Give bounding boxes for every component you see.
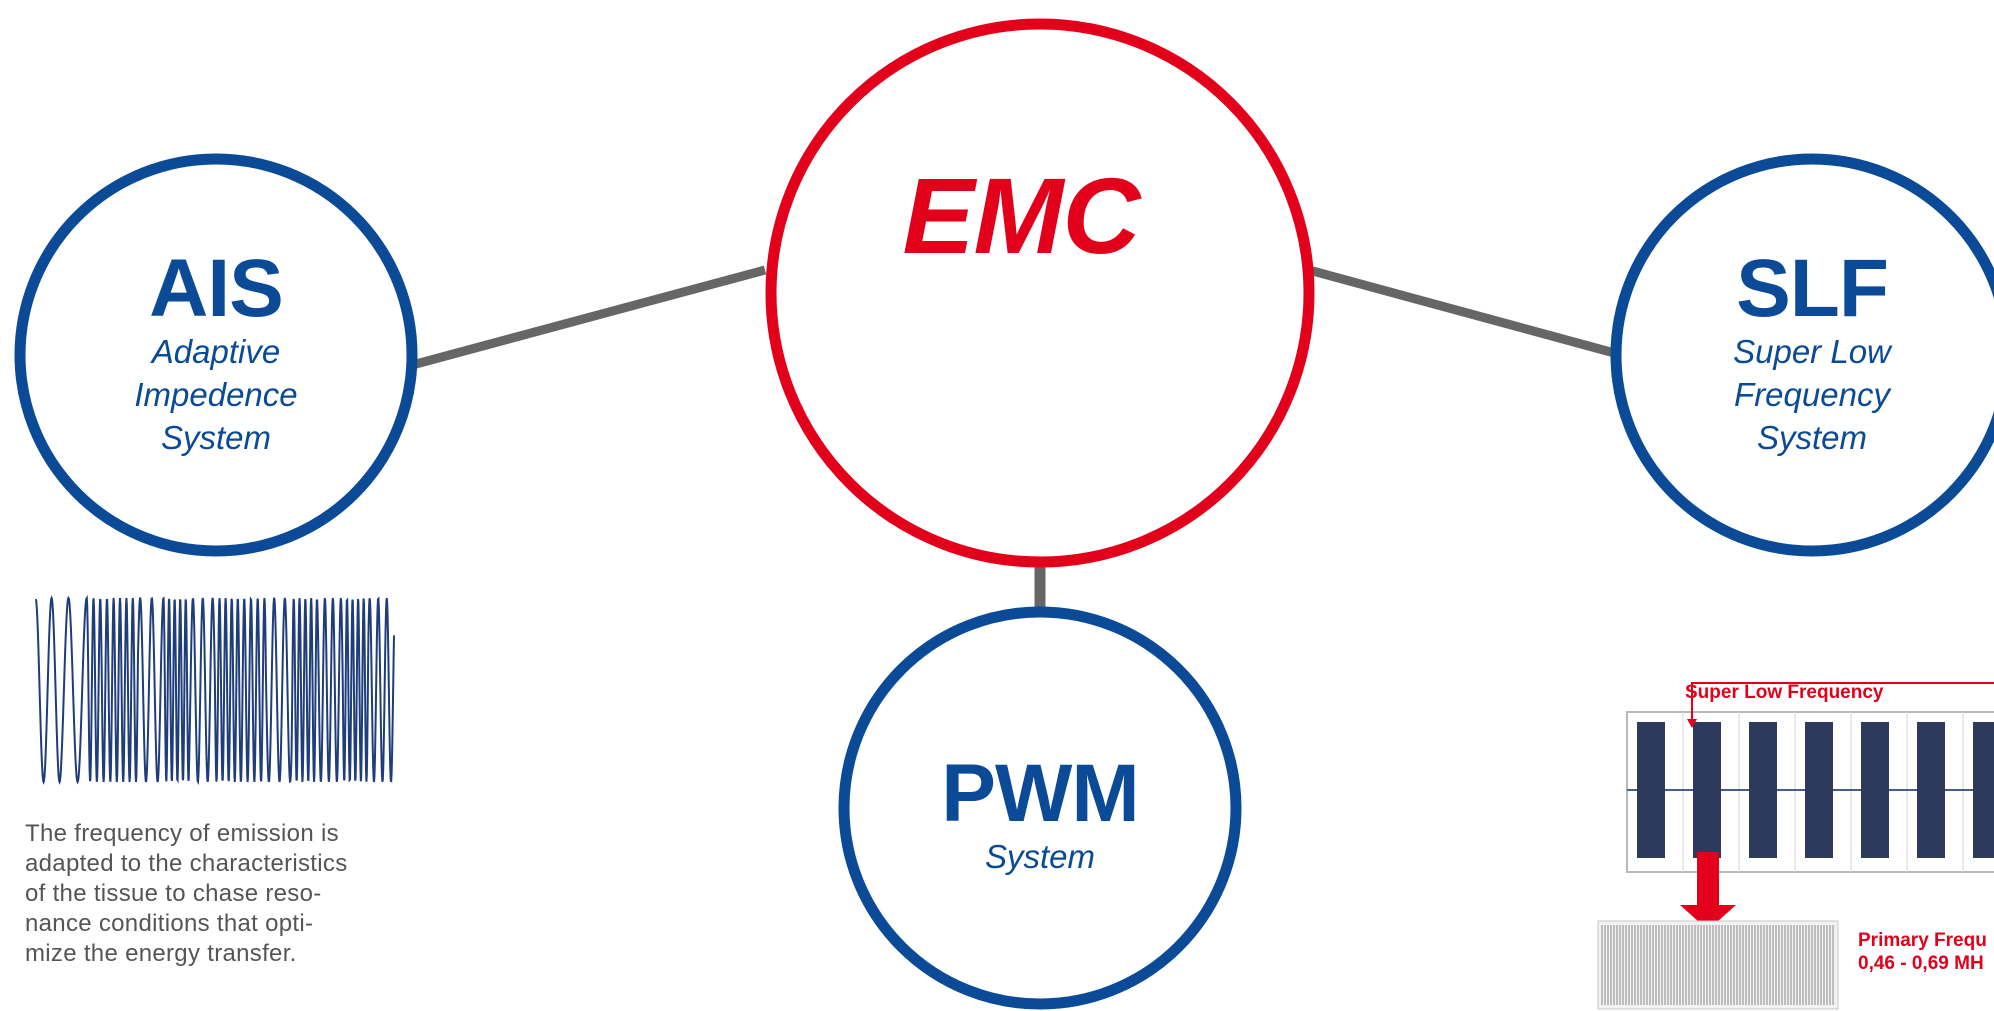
ais-description-line: The frequency of emission is — [25, 820, 339, 847]
connector-emc-ais — [414, 265, 767, 369]
node-pwm-circle — [838, 606, 1242, 1010]
slf-pulse — [1917, 722, 1945, 858]
primary-frequency-waveform — [1601, 925, 1834, 1005]
node-emc: EMC — [781, 162, 1261, 270]
slf-down-arrow-shaft — [1697, 852, 1719, 907]
ais-description-line: mize the energy transfer. — [25, 940, 297, 967]
primary-frequency-range: 0,46 - 0,69 MH — [1858, 953, 1984, 974]
node-slf-circle — [1610, 153, 1994, 557]
slf-pulse — [1749, 722, 1777, 858]
slf-grid — [1682, 712, 1964, 872]
ais-description-line: nance conditions that opti- — [25, 910, 314, 937]
node-emc-circle — [765, 18, 1315, 568]
node-ais-title: AIS — [149, 243, 284, 334]
node-ais-subtitle-line: System — [160, 419, 272, 456]
node-slf-subtitle-line: Frequency — [1734, 376, 1890, 413]
slf-pulse — [1805, 722, 1833, 858]
slf-pulse — [1637, 722, 1665, 858]
node-slf-subtitle-line: System — [1756, 419, 1868, 456]
ais-description: The frequency of emission is adapted to … — [25, 819, 409, 969]
node-pwm-title: PWM — [941, 748, 1139, 839]
ais-frequency-waveform — [35, 594, 395, 786]
slf-pulse — [1693, 722, 1721, 858]
slf-pulse — [1861, 722, 1889, 858]
slf-down-arrow-head — [1680, 905, 1736, 930]
node-slf-title: SLF — [1736, 243, 1889, 334]
ais-description-line: adapted to the characteristics — [25, 850, 348, 877]
connector-emc-slf — [1307, 265, 1620, 359]
node-slf-subtitle-line: Super Low — [1733, 333, 1891, 370]
slf-pulse — [1973, 722, 1994, 858]
slf-pulse-bars — [1637, 722, 1994, 858]
ais-description-line: of the tissue to chase reso- — [25, 880, 322, 907]
node-pwm-subtitle-line: System — [984, 838, 1096, 875]
node-pwm: PWM System — [840, 753, 1240, 878]
node-ais-subtitle-line: Adaptive — [151, 333, 281, 370]
slf-graphic-label: Super Low Frequency — [1685, 682, 1884, 703]
node-ais-subtitle-line: Impedence — [134, 376, 298, 413]
slf-bracket-line — [1691, 682, 1994, 722]
slf-pulse-graphic — [1597, 682, 1994, 1010]
node-emc-title: EMC — [902, 155, 1141, 276]
slf-bracket-arrowhead — [1687, 719, 1697, 728]
primary-frequency-strip — [1597, 920, 1839, 1010]
primary-frequency-label: Primary Frequ — [1858, 930, 1987, 951]
node-ais-circle — [14, 153, 418, 557]
node-ais: AIS Adaptive Impedence System — [16, 248, 416, 459]
node-slf: SLF Super Low Frequency System — [1612, 248, 1994, 459]
